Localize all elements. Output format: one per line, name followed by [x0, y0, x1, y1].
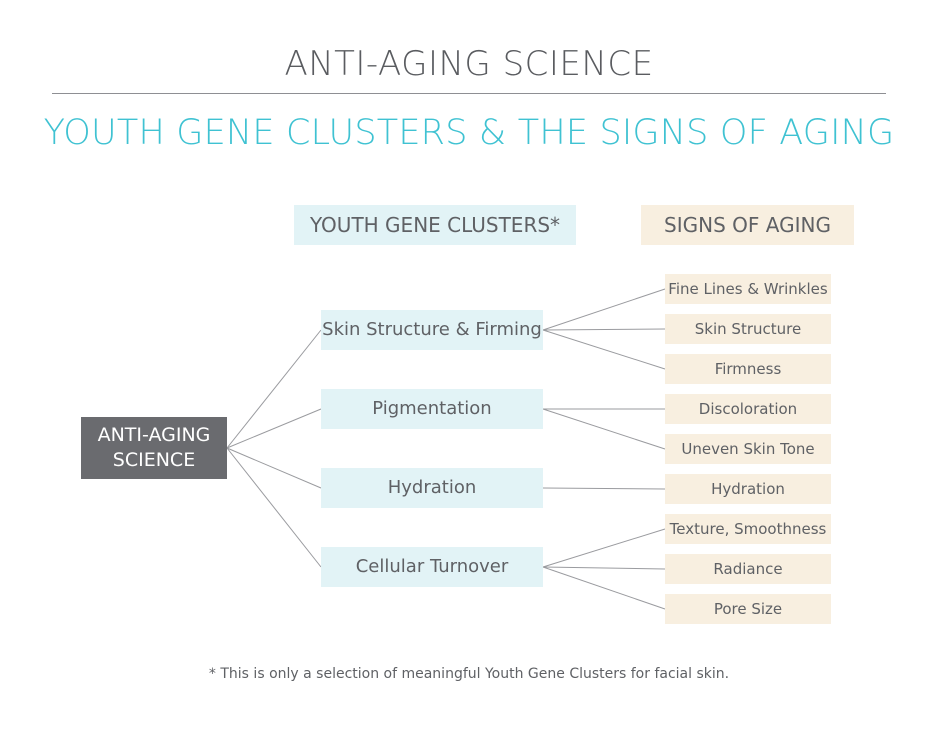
connector-skin-structure-fine-lines [542, 288, 666, 331]
connector-turnover-pore-size [542, 566, 666, 610]
connector-turnover-texture [542, 528, 666, 568]
clusters-header: YOUTH GENE CLUSTERS* [294, 205, 576, 245]
connector-hydration-hydration [542, 487, 666, 490]
sign-texture-smoothness: Texture, Smoothness [665, 514, 831, 544]
connector-skin-structure-firmness [542, 329, 666, 370]
connector-root-cellular-turnover [226, 447, 322, 568]
connector-root-skin-structure [226, 329, 322, 449]
cluster-skin-structure-firming: Skin Structure & Firming [321, 310, 543, 350]
cluster-pigmentation: Pigmentation [321, 389, 543, 429]
page-subtitle: YOUTH GENE CLUSTERS & THE SIGNS OF AGING [43, 113, 895, 153]
root-label-line2: SCIENCE [112, 449, 196, 471]
signs-header: SIGNS OF AGING [641, 205, 854, 245]
sign-skin-structure: Skin Structure [665, 314, 831, 344]
sign-pore-size: Pore Size [665, 594, 831, 624]
sign-discoloration: Discoloration [665, 394, 831, 424]
connector-root-hydration [226, 447, 322, 489]
connector-skin-structure-skin-structure [542, 328, 666, 331]
sign-radiance: Radiance [665, 554, 831, 584]
root-node: ANTI-AGING SCIENCE [81, 417, 227, 479]
sign-hydration: Hydration [665, 474, 831, 504]
sign-fine-lines-wrinkles: Fine Lines & Wrinkles [665, 274, 831, 304]
connector-turnover-radiance [542, 566, 666, 570]
connector-root-pigmentation [226, 408, 322, 449]
root-label-line1: ANTI-AGING [97, 424, 211, 446]
cluster-hydration: Hydration [321, 468, 543, 508]
cluster-cellular-turnover: Cellular Turnover [321, 547, 543, 587]
footnote: * This is only a selection of meaningful… [208, 666, 730, 682]
sign-uneven-skin-tone: Uneven Skin Tone [665, 434, 831, 464]
sign-firmness: Firmness [665, 354, 831, 384]
page-title: ANTI-AGING SCIENCE [284, 44, 654, 84]
title-divider [52, 93, 886, 94]
connector-pigmentation-uneven-tone [542, 408, 666, 450]
